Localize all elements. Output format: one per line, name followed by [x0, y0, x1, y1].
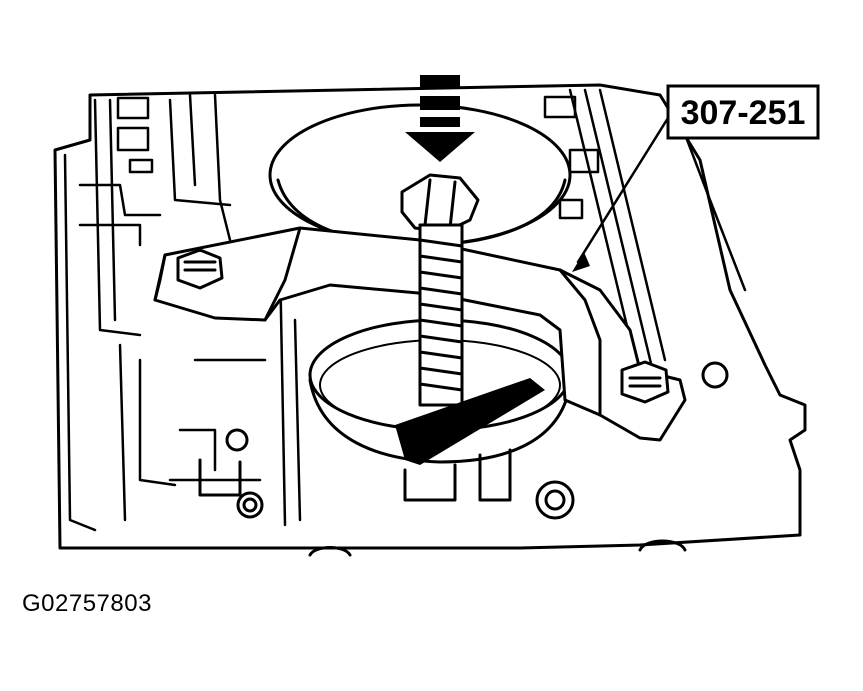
housing-outline [53, 83, 807, 550]
direction-arrow [395, 378, 545, 465]
tool-bridge [153, 226, 687, 442]
housing-cutouts [198, 448, 687, 557]
forcing-screw [400, 173, 480, 407]
callout-arrowhead [572, 252, 590, 272]
callout-box: 307-251 [666, 84, 820, 140]
mounting-holes [225, 428, 575, 520]
callout-label: 307-251 [681, 94, 806, 132]
left-mount-bolt [176, 248, 224, 290]
right-mount-bolt [620, 360, 729, 404]
callout-leader-line [576, 116, 670, 264]
press-down-arrow [405, 75, 475, 162]
figure-id: G02757803 [22, 590, 152, 617]
valve-body-channels [63, 93, 302, 532]
